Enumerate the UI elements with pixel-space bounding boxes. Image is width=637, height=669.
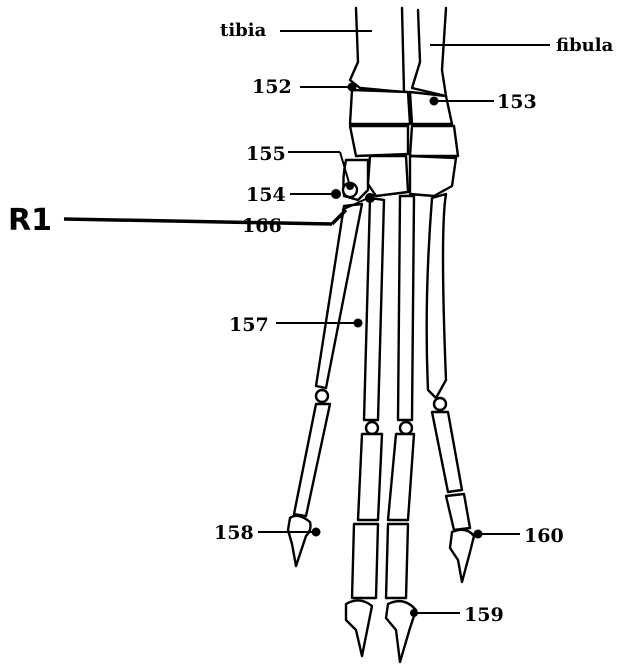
dot-153 [430, 97, 439, 106]
label-153: 153 [497, 91, 537, 113]
dot-155 [346, 182, 354, 190]
dot-157 [354, 319, 363, 328]
label-160: 160 [524, 525, 564, 547]
label-fibula: fibula [556, 35, 614, 56]
digit-iii [386, 196, 416, 662]
middle-tarsals [350, 126, 458, 156]
dot-166 [365, 193, 375, 203]
dot-152 [348, 83, 357, 92]
label-r1: R1 [8, 203, 52, 238]
dot-159 [410, 609, 418, 617]
digit-ii [346, 198, 384, 656]
proximal-tarsals [350, 90, 452, 124]
label-152: 152 [252, 76, 292, 98]
dot-160 [474, 530, 483, 539]
label-tibia: tibia [220, 20, 267, 41]
digit-i [288, 204, 362, 566]
label-166: 166 [242, 215, 282, 237]
label-157: 157 [229, 314, 269, 336]
label-159: 159 [464, 604, 504, 626]
distal-tarsals [343, 156, 456, 200]
label-158: 158 [214, 522, 254, 544]
dot-154 [331, 189, 341, 199]
label-155: 155 [246, 143, 286, 165]
label-154: 154 [246, 184, 286, 206]
fibula-bone [412, 8, 446, 96]
tibia-bone [350, 8, 404, 92]
digit-iv [427, 194, 474, 582]
dot-158 [312, 528, 321, 537]
